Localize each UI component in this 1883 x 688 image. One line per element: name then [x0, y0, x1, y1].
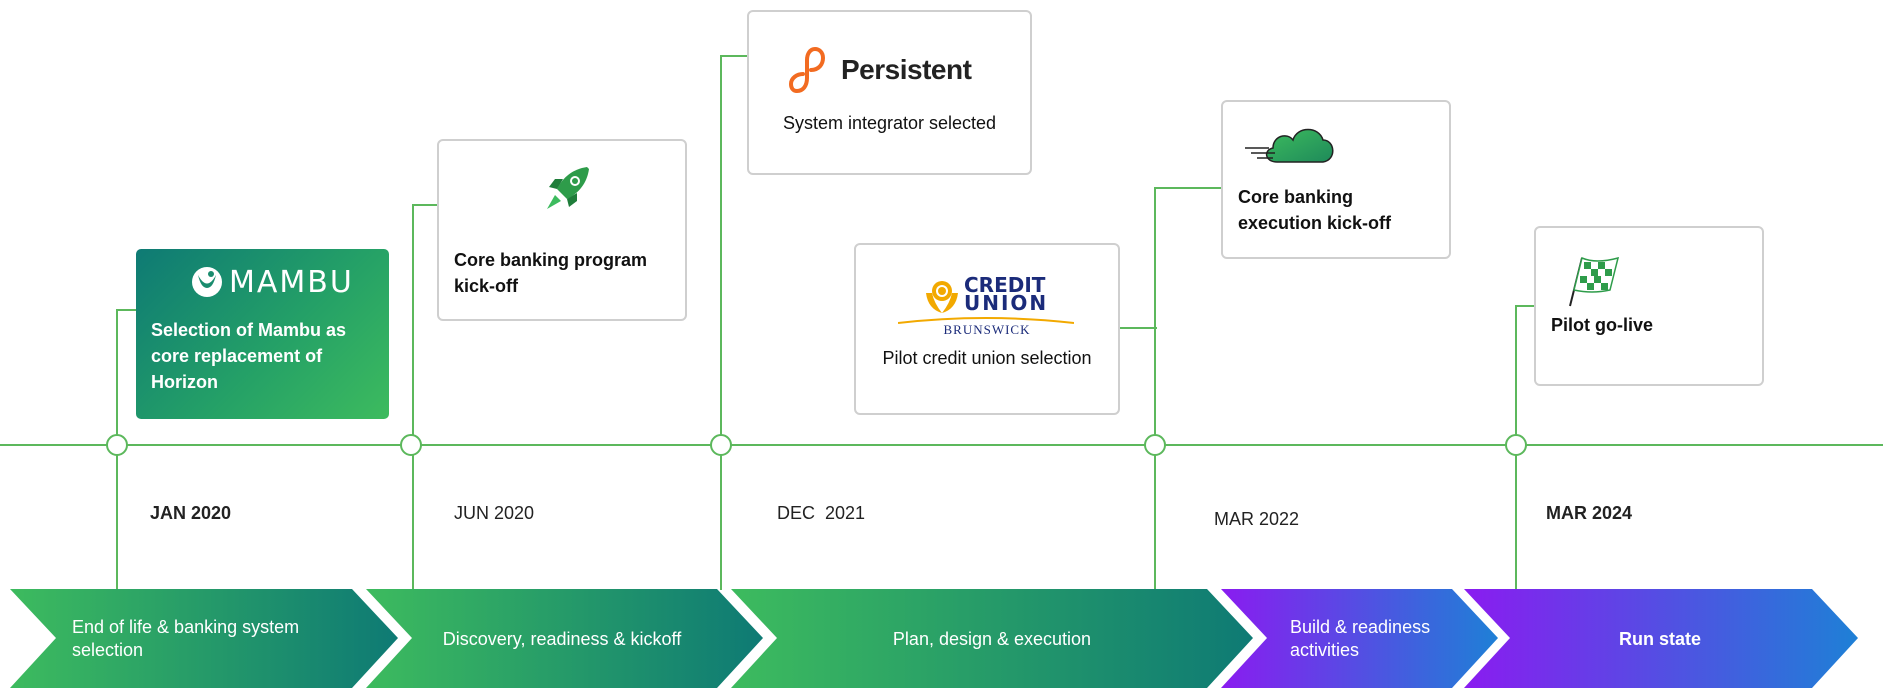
mambu-logo: MAMBU	[191, 264, 354, 300]
connector-mar-2024	[1515, 305, 1535, 590]
timeline-node	[710, 434, 732, 456]
phase-label: Discovery, readiness & kickoff	[442, 628, 682, 649]
cloud-icon	[1243, 118, 1339, 175]
connector-jun-2020	[412, 204, 437, 590]
phase-arrow	[731, 589, 1253, 688]
phase-label: Build & readiness activities	[1290, 617, 1431, 660]
milestone-card-mambu: MAMBU Selection of Mambu as core replace…	[136, 249, 389, 419]
timeline-node	[1505, 434, 1527, 456]
persistent-wordmark: Persistent	[841, 54, 972, 85]
checkered-flag-icon	[1566, 254, 1622, 313]
timeline-node	[400, 434, 422, 456]
phase-arrow	[366, 589, 763, 688]
date-label: MAR 2022	[1214, 509, 1300, 529]
milestone-card-credit-union: CREDIT UNION BRUNSWICK Pilot credit unio…	[854, 243, 1120, 415]
cu-line-union: UNION	[964, 291, 1049, 315]
cu-line-credit: CREDIT	[964, 273, 1046, 297]
date-label: MAR 2024	[1546, 503, 1633, 523]
persistent-logo: Persistent	[789, 46, 972, 94]
milestone-text: Pilot credit union selection	[882, 348, 1092, 368]
phase-arrow	[1221, 589, 1498, 688]
cu-hands-icon	[926, 281, 958, 313]
timeline-node	[106, 434, 128, 456]
phase-label: Plan, design & execution	[892, 628, 1092, 649]
milestone-text: Selection of Mambu as core replacement o…	[151, 320, 347, 392]
milestone-text: System integrator selected	[782, 113, 997, 133]
date-label: JAN 2020	[150, 503, 232, 523]
date-label: JUN 2020	[454, 503, 535, 523]
milestone-card-kickoff: Core banking program kick-off	[437, 139, 687, 321]
phase-arrow	[1464, 589, 1858, 688]
connector-dec-2021	[720, 55, 748, 590]
milestone-card-persistent: Persistent System integrator selected	[747, 10, 1032, 175]
phase-label: Run state	[1618, 628, 1701, 649]
rocket-icon	[543, 163, 593, 218]
milestone-text: Pilot go-live	[1551, 315, 1654, 335]
cu-swoosh	[898, 317, 1074, 324]
date-label: DEC 2021	[777, 503, 866, 523]
mambu-wordmark: MAMBU	[229, 264, 354, 300]
milestone-card-go-live: Pilot go-live	[1534, 226, 1764, 386]
connector-jan-2020	[116, 309, 137, 590]
mambu-mark-icon	[192, 267, 222, 297]
milestone-card-execution: Core banking execution kick-off	[1221, 100, 1451, 259]
phase-label: End of life & banking system selection	[72, 617, 300, 660]
milestone-text: Core banking execution kick-off	[1238, 187, 1392, 233]
phase-arrow	[10, 589, 398, 688]
persistent-mark-icon	[789, 46, 826, 94]
timeline-node	[1144, 434, 1166, 456]
milestone-text: Core banking program kick-off	[454, 250, 648, 296]
credit-union-logo: CREDIT UNION BRUNSWICK	[898, 273, 1078, 337]
cu-line-brunswick: BRUNSWICK	[943, 322, 1031, 337]
